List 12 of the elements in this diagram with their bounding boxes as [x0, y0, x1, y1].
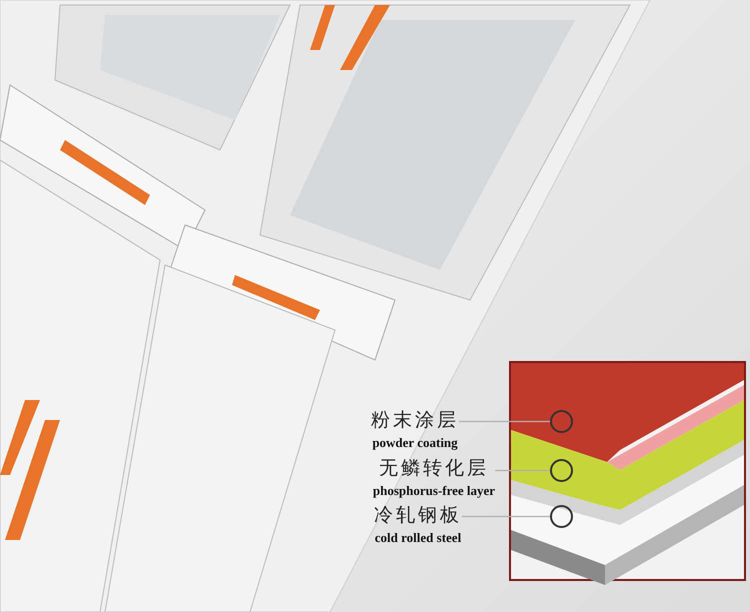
layer-label: 无鳞转化层 — [379, 458, 489, 480]
layer-label: 冷轧钢板 — [374, 505, 462, 527]
marker-circle — [550, 505, 573, 528]
marker-circle — [550, 459, 573, 482]
leader-line — [462, 516, 550, 518]
layer-caption: phosphorus-free layer — [372, 484, 496, 499]
layer-caption: powder coating — [372, 436, 458, 451]
marker-circle — [550, 410, 573, 433]
leader-line — [495, 470, 550, 472]
layer-caption: cold rolled steel — [374, 530, 462, 546]
leader-line — [459, 420, 550, 422]
layer-label: 粉末涂层 — [371, 410, 459, 432]
